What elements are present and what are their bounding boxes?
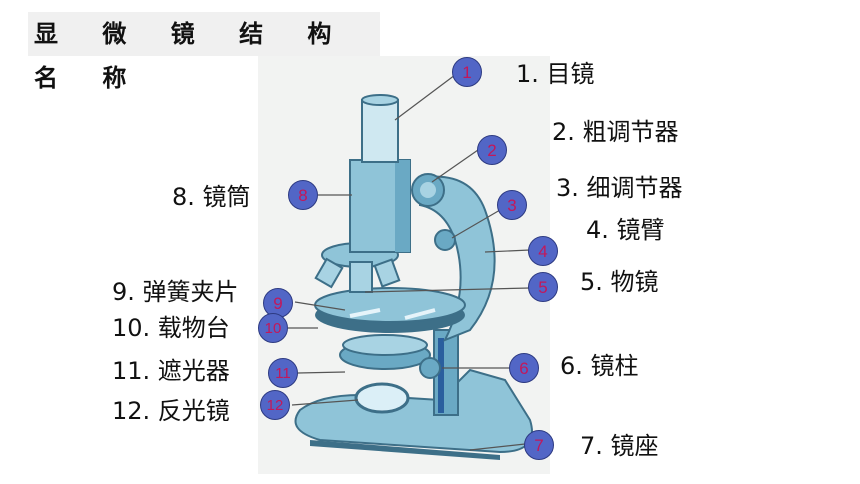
part-marker-8: 8	[288, 180, 318, 210]
part-label-3: 3. 细调节器	[556, 174, 683, 202]
part-marker-10: 10	[258, 313, 288, 343]
spring-clip-right	[404, 308, 436, 320]
part-label-9: 9. 弹簧夹片	[112, 278, 239, 306]
diaphragm-top	[342, 334, 428, 356]
pillar-knob	[419, 357, 441, 379]
part-marker-2: 2	[477, 135, 507, 165]
part-label-5: 5. 物镜	[580, 268, 659, 296]
objective-center	[349, 261, 373, 293]
objective-left	[314, 257, 344, 289]
part-marker-7: 7	[524, 430, 554, 460]
leader-line-12	[291, 399, 359, 406]
eyepiece-top	[361, 94, 399, 106]
leader-line-4	[484, 249, 531, 253]
part-marker-5: 5	[528, 272, 558, 302]
part-marker-1: 1	[452, 57, 482, 87]
leader-line-11	[297, 371, 346, 374]
base-shape	[294, 368, 533, 454]
part-label-8: 8. 镜筒	[172, 183, 251, 211]
leader-line-7	[469, 443, 526, 451]
part-marker-12: 12	[260, 390, 290, 420]
part-marker-11: 11	[268, 358, 298, 388]
diagram-title: 显 微 镜 结 构 名 称	[28, 12, 380, 92]
part-marker-6: 6	[509, 353, 539, 383]
part-label-1: 1. 目镜	[516, 60, 595, 88]
objective-right	[373, 258, 401, 288]
leader-line-9	[294, 301, 346, 311]
body-tube-shade	[395, 160, 410, 252]
leader-line-2	[431, 149, 479, 183]
pillar-stripe	[438, 338, 444, 413]
fine-adjustment-knob	[434, 229, 456, 251]
part-marker-3: 3	[497, 190, 527, 220]
arm-shape	[419, 175, 496, 342]
part-label-10: 10. 载物台	[112, 314, 230, 342]
part-label-11: 11. 遮光器	[112, 357, 230, 385]
mirror-shape	[354, 382, 410, 414]
stage-top	[314, 287, 466, 323]
part-label-4: 4. 镜臂	[586, 216, 665, 244]
part-label-7: 7. 镜座	[580, 432, 659, 460]
eyepiece-shape	[361, 99, 399, 163]
base-edge	[310, 440, 500, 460]
coarse-adjustment-knob-center	[420, 182, 436, 198]
part-marker-4: 4	[528, 236, 558, 266]
leader-line-1	[394, 74, 456, 121]
leader-lines	[288, 74, 531, 451]
part-label-12: 12. 反光镜	[112, 397, 230, 425]
part-label-6: 6. 镜柱	[560, 352, 639, 380]
part-label-2: 2. 粗调节器	[552, 118, 679, 146]
leader-line-3	[451, 209, 501, 239]
leader-line-5	[364, 287, 531, 293]
spring-clip-left	[349, 308, 381, 318]
